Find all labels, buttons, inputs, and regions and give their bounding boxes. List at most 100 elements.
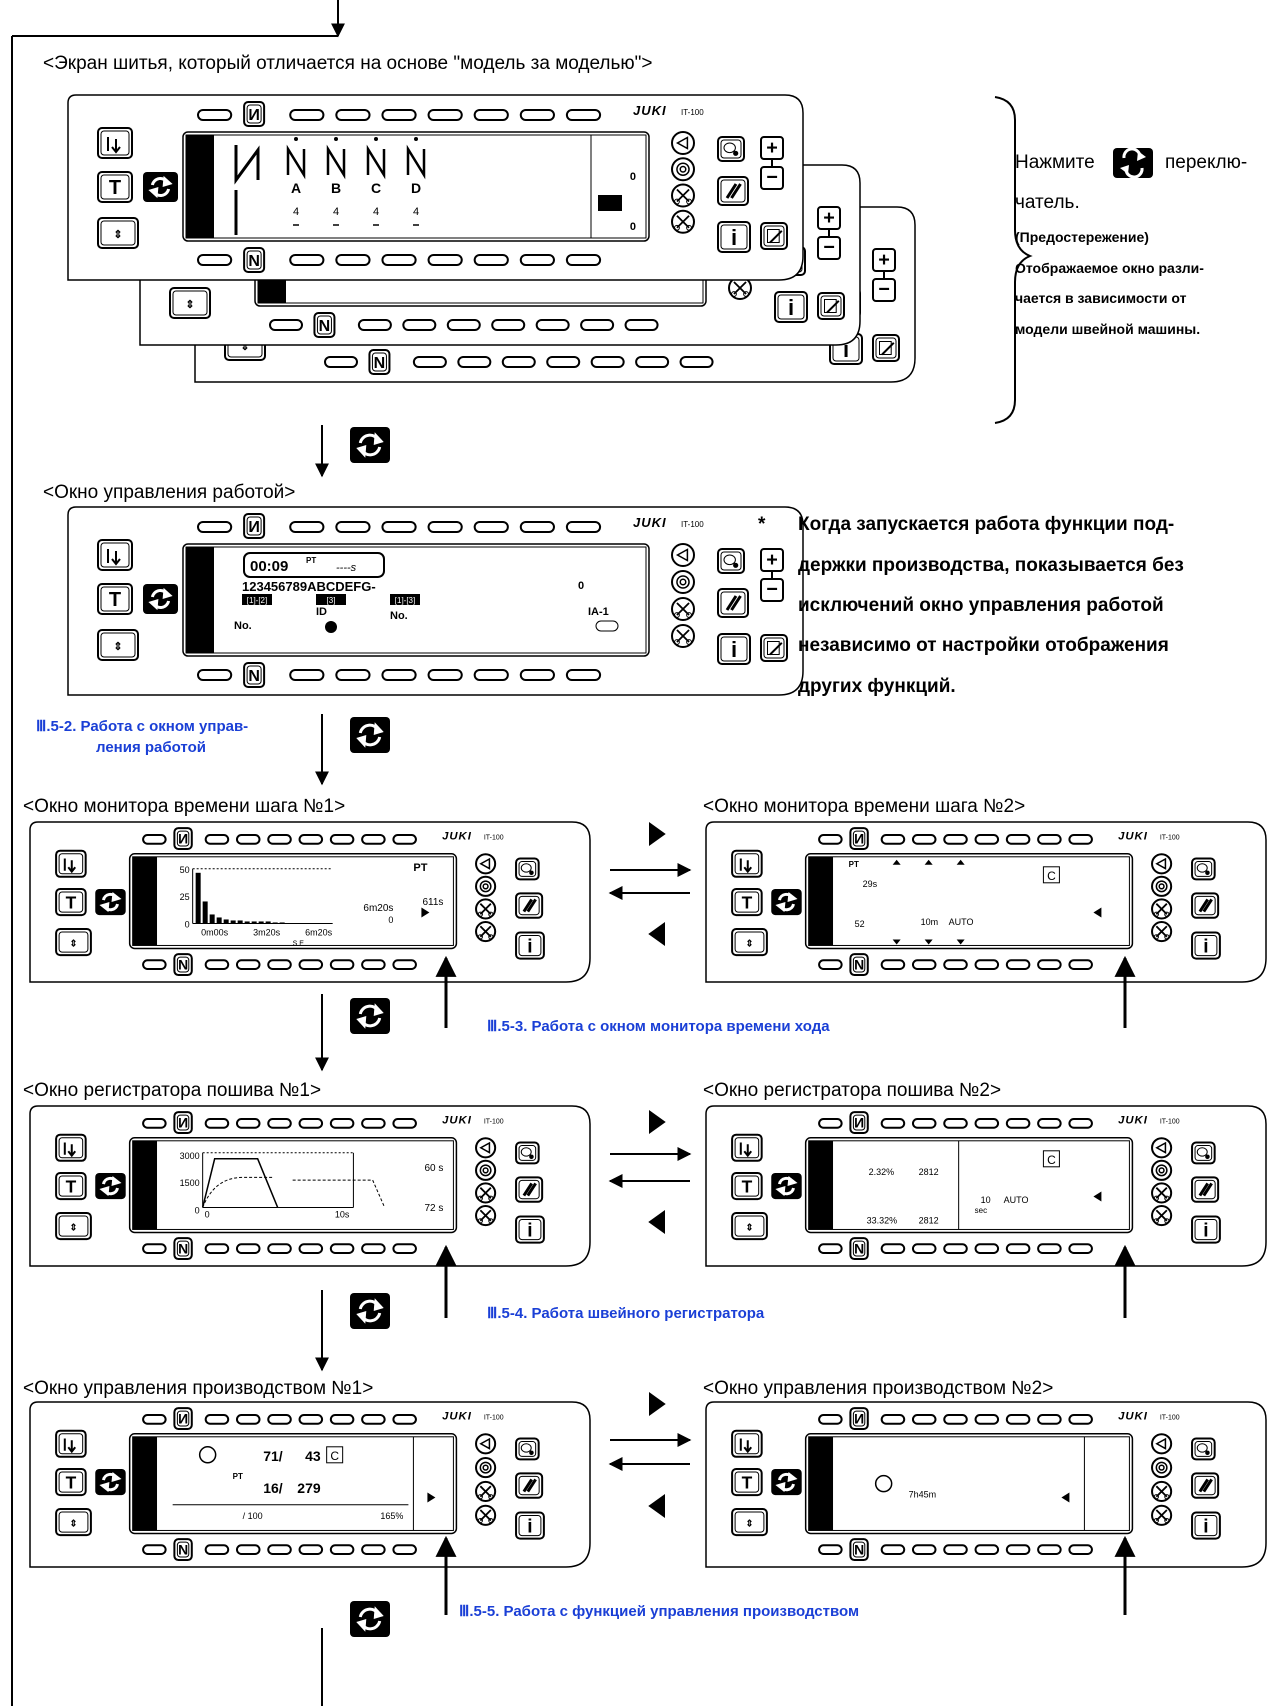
flow-switch-button-1[interactable] <box>350 427 390 463</box>
bottom-key-0[interactable] <box>143 1545 166 1554</box>
thread-trim-key[interactable] <box>1152 899 1171 918</box>
top-key-2[interactable] <box>206 1119 229 1128</box>
bottom-key-8[interactable] <box>1069 960 1092 969</box>
top-key-4[interactable] <box>944 1119 967 1128</box>
top-key-2[interactable] <box>882 1415 905 1424</box>
top-key-6[interactable] <box>1007 1415 1030 1424</box>
trim-cancel-key[interactable] <box>1152 1506 1171 1525</box>
bottom-key-6[interactable] <box>537 320 569 330</box>
bottom-key-5[interactable] <box>300 960 323 969</box>
rewind-key[interactable] <box>672 132 694 154</box>
switch-button[interactable] <box>95 1469 125 1495</box>
thread-trim-key[interactable] <box>1152 1183 1171 1202</box>
I-key[interactable]: И <box>850 828 867 849</box>
bottom-key-2[interactable] <box>882 1545 905 1554</box>
bottom-key-4[interactable] <box>382 670 415 680</box>
bottom-key-5[interactable] <box>300 1545 323 1554</box>
I-key[interactable]: И <box>244 102 264 126</box>
top-key-2[interactable] <box>206 1415 229 1424</box>
counter-key[interactable] <box>873 335 899 361</box>
switch-button[interactable] <box>771 889 801 915</box>
trim-cancel-key[interactable] <box>672 625 694 647</box>
top-key-4[interactable] <box>382 522 415 532</box>
reset-key[interactable] <box>1192 893 1218 917</box>
ref-5-5[interactable]: Ⅲ.5-5. Работа с функцией управления прои… <box>459 1603 859 1620</box>
bottom-key-8[interactable] <box>681 357 713 367</box>
reset-key[interactable] <box>516 1473 542 1497</box>
bottom-key-3[interactable] <box>913 960 936 969</box>
top-key-2[interactable] <box>290 110 323 120</box>
bobbin-winder-key[interactable] <box>1192 859 1215 880</box>
bottom-key-8[interactable] <box>1069 1545 1092 1554</box>
switch-button[interactable] <box>95 889 125 915</box>
T-button[interactable]: T <box>98 584 132 614</box>
bottom-key-2[interactable] <box>414 357 446 367</box>
bottom-key-7[interactable] <box>1038 960 1061 969</box>
reset-key[interactable] <box>1192 1473 1218 1497</box>
thread-trim-key[interactable] <box>476 1482 495 1501</box>
bottom-key-3[interactable] <box>336 670 369 680</box>
top-key-4[interactable] <box>944 835 967 844</box>
top-key-5[interactable] <box>976 1415 999 1424</box>
bottom-key-2[interactable] <box>882 1244 905 1253</box>
info-key[interactable]: i <box>516 1512 544 1538</box>
bottom-key-6[interactable] <box>331 1244 354 1253</box>
top-key-3[interactable] <box>336 110 369 120</box>
bottom-key-4[interactable] <box>503 357 535 367</box>
top-key-2[interactable] <box>206 835 229 844</box>
bottom-key-6[interactable] <box>1007 1244 1030 1253</box>
ref-5-2-line2[interactable]: ления работой <box>96 739 206 756</box>
bottom-key-7[interactable] <box>581 320 613 330</box>
top-key-4[interactable] <box>268 1415 291 1424</box>
bottom-key-5[interactable] <box>300 1244 323 1253</box>
bottom-key-3[interactable] <box>458 357 490 367</box>
bottom-key-4[interactable] <box>944 1545 967 1554</box>
bottom-key-0[interactable] <box>198 255 231 265</box>
top-key-3[interactable] <box>237 1119 260 1128</box>
top-key-5[interactable] <box>300 1415 323 1424</box>
trim-cancel-key[interactable] <box>1152 1206 1171 1225</box>
bottom-key-5[interactable] <box>492 320 524 330</box>
bobbin-winder-key[interactable] <box>1192 1143 1215 1164</box>
top-key-6[interactable] <box>475 110 508 120</box>
bottom-key-5[interactable] <box>976 960 999 969</box>
info-key[interactable]: i <box>1192 932 1220 958</box>
bobbin-winder-key[interactable] <box>516 859 539 880</box>
top-key-7[interactable] <box>1038 1119 1061 1128</box>
top-key-7[interactable] <box>362 1415 385 1424</box>
wiper-key[interactable] <box>476 1161 495 1180</box>
trim-cancel-key[interactable] <box>672 211 694 233</box>
switch-button[interactable] <box>95 1173 125 1199</box>
info-key[interactable]: i <box>516 932 544 958</box>
wiper-key[interactable] <box>672 571 694 593</box>
info-key[interactable]: i <box>1192 1512 1220 1538</box>
top-key-4[interactable] <box>268 1119 291 1128</box>
top-key-6[interactable] <box>331 1119 354 1128</box>
top-key-3[interactable] <box>913 835 936 844</box>
top-key-7[interactable] <box>521 110 554 120</box>
bottom-key-7[interactable] <box>362 960 385 969</box>
top-key-4[interactable] <box>944 1415 967 1424</box>
top-key-6[interactable] <box>1007 835 1030 844</box>
info-key[interactable]: i <box>1192 1216 1220 1242</box>
bottom-key-7[interactable] <box>521 255 554 265</box>
bottom-key-2[interactable] <box>882 960 905 969</box>
bottom-key-4[interactable] <box>944 960 967 969</box>
switch-button[interactable] <box>143 172 178 202</box>
bottom-key-0[interactable] <box>270 320 302 330</box>
N-key[interactable]: N <box>314 313 334 337</box>
info-key[interactable]: i <box>516 1216 544 1242</box>
top-key-0[interactable] <box>143 835 166 844</box>
top-key-0[interactable] <box>143 1415 166 1424</box>
reset-key[interactable] <box>718 177 748 205</box>
top-key-6[interactable] <box>331 835 354 844</box>
bottom-key-6[interactable] <box>331 1545 354 1554</box>
bottom-key-8[interactable] <box>626 320 658 330</box>
bottom-key-7[interactable] <box>362 1244 385 1253</box>
bobbin-winder-key[interactable] <box>516 1439 539 1460</box>
I-key[interactable]: И <box>174 828 191 849</box>
info-key[interactable]: i <box>718 634 750 664</box>
bottom-key-5[interactable] <box>976 1545 999 1554</box>
bottom-key-8[interactable] <box>567 670 600 680</box>
bottom-key-3[interactable] <box>237 1545 260 1554</box>
